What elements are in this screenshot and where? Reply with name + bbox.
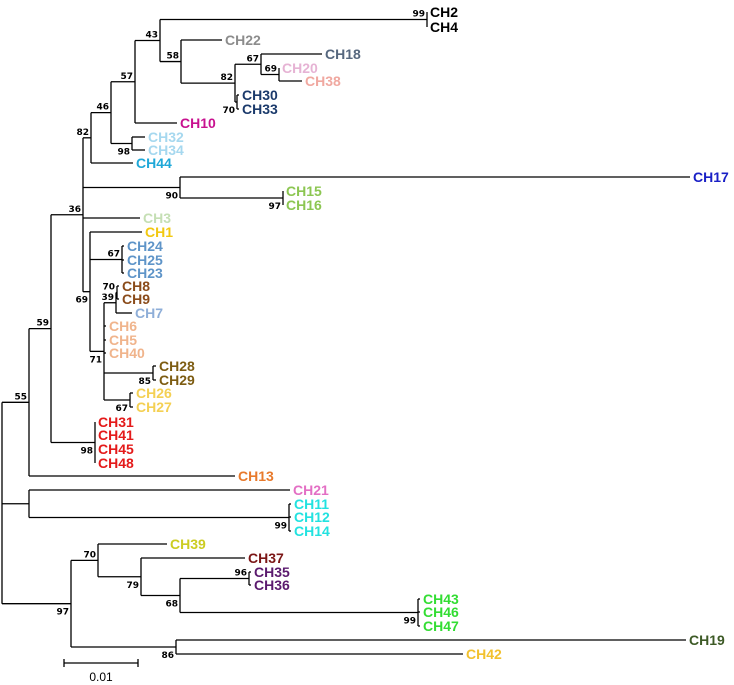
leaf-ch23: CH23 xyxy=(127,265,163,281)
bootstrap-n71: 71 xyxy=(89,355,102,365)
leaf-ch25: CH25 xyxy=(127,252,163,268)
leaf-ch37: CH37 xyxy=(248,550,284,566)
bootstrap-values: 9969677082584357984682979067703985677169… xyxy=(14,10,425,662)
leaf-ch20: CH20 xyxy=(282,60,318,76)
leaf-ch6: CH6 xyxy=(109,318,137,334)
bootstrap-n82: 82 xyxy=(76,128,89,138)
leaf-ch31: CH31 xyxy=(98,414,134,430)
leaf-ch30: CH30 xyxy=(242,87,278,103)
leaf-ch36: CH36 xyxy=(254,577,290,593)
bootstrap-n43: 43 xyxy=(145,31,158,41)
leaf-ch27: CH27 xyxy=(136,399,172,415)
leaf-ch34: CH34 xyxy=(148,142,184,158)
bootstrap-n98: 98 xyxy=(117,148,130,158)
bootstrap-n59: 59 xyxy=(36,319,49,329)
leaf-ch39: CH39 xyxy=(170,536,206,552)
bootstrap-n55: 55 xyxy=(14,392,27,402)
leaf-ch29: CH29 xyxy=(159,372,195,388)
leaf-labels: CH2CH4CH22CH18CH20CH38CH30CH33CH10CH32CH… xyxy=(98,4,729,662)
leaf-ch42: CH42 xyxy=(466,646,502,662)
leaf-ch43: CH43 xyxy=(423,591,459,607)
leaf-ch2: CH2 xyxy=(430,4,458,20)
bootstrap-n67: 67 xyxy=(246,54,259,64)
bootstrap-n58: 58 xyxy=(166,52,179,62)
bootstrap-n98b: 98 xyxy=(80,447,93,457)
leaf-ch10: CH10 xyxy=(180,115,216,131)
leaf-ch1: CH1 xyxy=(145,224,173,240)
leaf-ch44: CH44 xyxy=(136,155,172,171)
leaf-ch32: CH32 xyxy=(148,129,184,145)
leaf-ch38: CH38 xyxy=(305,73,341,89)
bootstrap-n70c: 70 xyxy=(83,550,96,560)
bootstrap-n97a: 97 xyxy=(268,202,281,212)
bootstrap-n46: 46 xyxy=(96,103,109,113)
bootstrap-n67b: 67 xyxy=(107,250,120,260)
leaf-ch5: CH5 xyxy=(109,332,137,348)
bootstrap-n70b: 70 xyxy=(102,283,115,293)
tree-branches xyxy=(1,12,690,655)
leaf-ch28: CH28 xyxy=(159,358,195,374)
leaf-ch15: CH15 xyxy=(286,183,322,199)
leaf-ch35: CH35 xyxy=(254,564,290,580)
leaf-ch7: CH7 xyxy=(135,305,163,321)
leaf-ch4: CH4 xyxy=(430,19,458,35)
leaf-ch13: CH13 xyxy=(238,468,274,484)
leaf-ch46: CH46 xyxy=(423,604,459,620)
bootstrap-n36: 36 xyxy=(68,205,81,215)
bootstrap-n57: 57 xyxy=(120,72,133,82)
leaf-ch33: CH33 xyxy=(242,101,278,117)
leaf-ch11: CH11 xyxy=(294,496,329,512)
leaf-ch16: CH16 xyxy=(286,197,322,213)
leaf-ch18: CH18 xyxy=(325,46,361,62)
bootstrap-n96: 96 xyxy=(234,569,247,579)
leaf-ch9: CH9 xyxy=(122,291,150,307)
bootstrap-n82b: 82 xyxy=(220,73,233,83)
scale-bar-label: 0.01 xyxy=(89,670,113,684)
bootstrap-n69b: 69 xyxy=(75,296,88,306)
bootstrap-n70: 70 xyxy=(222,106,235,116)
bootstrap-n79: 79 xyxy=(126,581,139,591)
bootstrap-n86: 86 xyxy=(161,651,174,661)
scale-bar: 0.01 xyxy=(63,659,139,684)
leaf-ch45: CH45 xyxy=(98,441,134,457)
leaf-ch47: CH47 xyxy=(423,618,459,634)
bootstrap-n68: 68 xyxy=(165,600,178,610)
leaf-ch17: CH17 xyxy=(693,169,729,185)
leaf-ch19: CH19 xyxy=(689,632,725,648)
leaf-ch14: CH14 xyxy=(294,523,330,539)
leaf-ch12: CH12 xyxy=(294,509,330,525)
bootstrap-n39: 39 xyxy=(101,293,114,303)
leaf-ch3: CH3 xyxy=(143,210,171,226)
leaf-ch26: CH26 xyxy=(136,385,172,401)
bootstrap-n85: 85 xyxy=(138,377,151,387)
leaf-ch22: CH22 xyxy=(225,32,261,48)
leaf-ch40: CH40 xyxy=(109,345,145,361)
leaf-ch24: CH24 xyxy=(127,238,163,254)
leaf-ch8: CH8 xyxy=(122,278,150,294)
leaf-ch48: CH48 xyxy=(98,455,134,471)
bootstrap-n99c: 99 xyxy=(403,617,416,627)
bootstrap-n90: 90 xyxy=(165,192,178,202)
bootstrap-n67c: 67 xyxy=(115,404,128,414)
bootstrap-n69: 69 xyxy=(264,65,277,75)
leaf-ch41: CH41 xyxy=(98,427,134,443)
bootstrap-n97b: 97 xyxy=(56,608,69,618)
leaf-ch21: CH21 xyxy=(293,482,329,498)
bootstrap-n99b: 99 xyxy=(274,522,287,532)
bootstrap-n99a: 99 xyxy=(412,10,425,20)
